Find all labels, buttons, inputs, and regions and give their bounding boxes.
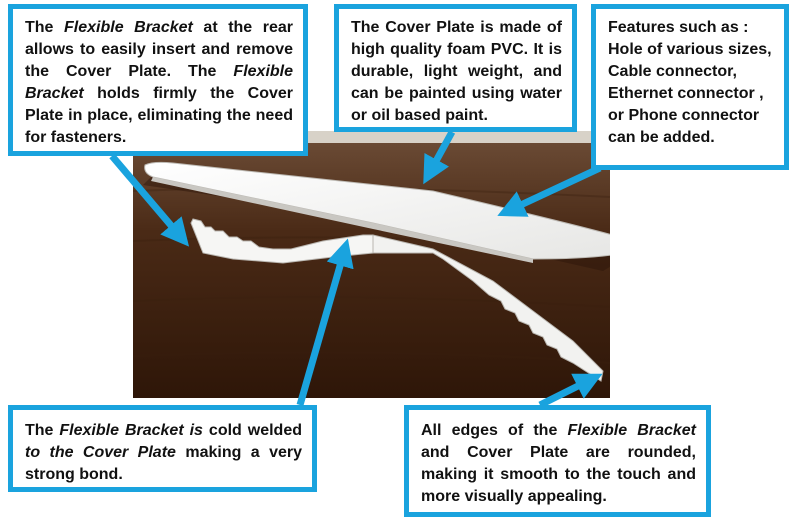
callout-rounded-edges-text: All edges of the Flexible Bracket and Co… <box>421 422 696 505</box>
front-flexible-bracket <box>372 234 604 382</box>
callout-rear-bracket: The Flexible Bracket at the rear allows … <box>8 4 308 156</box>
callout-rear-bracket-text: The Flexible Bracket at the rear allows … <box>25 19 294 146</box>
features-heading: Features such as : <box>608 19 749 36</box>
callout-features: Features such as : Hole of various sizes… <box>591 4 789 170</box>
feature-item: or Phone connector <box>608 107 760 124</box>
feature-item: Cable connector, <box>608 63 737 80</box>
product-photo <box>133 131 610 398</box>
feature-item: can be added. <box>608 129 715 146</box>
callout-cold-weld: The Flexible Bracket is cold welded to t… <box>8 405 317 492</box>
callout-cold-weld-text: The Flexible Bracket is cold welded to t… <box>25 422 303 483</box>
callout-rounded-edges: All edges of the Flexible Bracket and Co… <box>404 405 711 517</box>
feature-item: Hole of various sizes, <box>608 41 772 58</box>
callout-cover-plate-text: The Cover Plate is made of high quality … <box>351 19 562 124</box>
cover-plate-bracket-image <box>133 131 610 398</box>
cover-plate-edge <box>151 177 533 263</box>
feature-item: Ethernet connector , <box>608 85 764 102</box>
callout-cover-plate-material: The Cover Plate is made of high quality … <box>334 4 577 132</box>
